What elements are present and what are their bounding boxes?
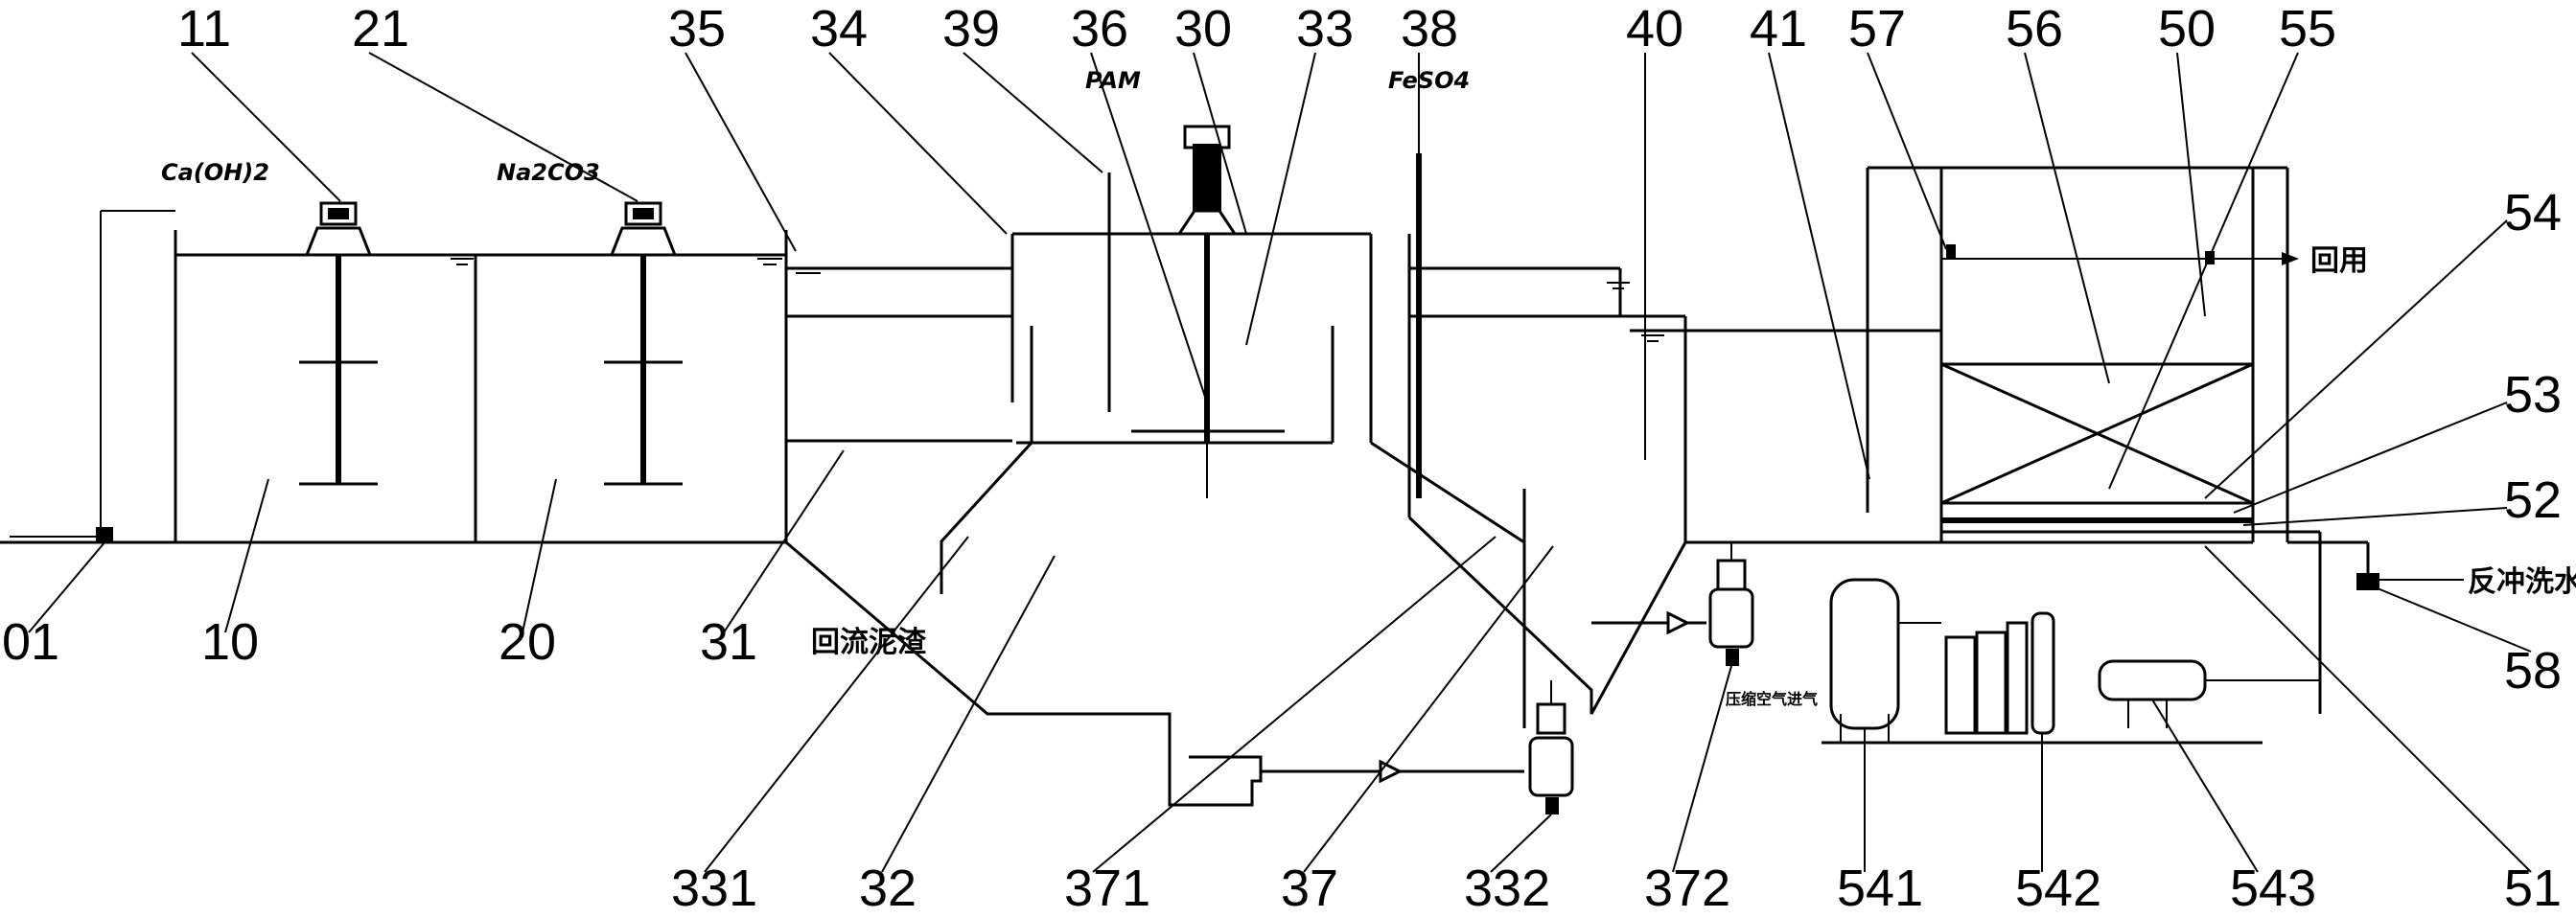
- reference-numerals-bottom: 01 10 20 31 331 32 371 37 332 372 541 54…: [2, 613, 2562, 917]
- numeral-57: 57: [1848, 0, 1906, 57]
- numeral-31: 31: [700, 613, 757, 671]
- compressed-air-label: 压缩空气进气: [1726, 690, 1818, 708]
- numeral-55: 55: [2279, 0, 2336, 57]
- numeral-21: 21: [352, 0, 409, 57]
- numeral-37: 37: [1281, 860, 1338, 917]
- numeral-58: 58: [2504, 642, 2562, 700]
- tank-20-soda-reaction: [474, 253, 786, 542]
- numeral-10: 10: [201, 613, 259, 671]
- numeral-331: 331: [671, 860, 757, 917]
- sludge-pump-332: [1261, 680, 1574, 815]
- filter-50: [1866, 166, 2322, 714]
- mixer-21: [604, 201, 683, 486]
- reference-numerals-top: 11 21 35 34 39 36 30 33 38 40 41 57 56 5…: [177, 0, 2336, 57]
- sludge-return-label: 回流泥渣: [811, 626, 927, 659]
- numeral-11: 11: [177, 0, 231, 57]
- reuse-outlet-57: [1941, 244, 2299, 265]
- draft-tube-331: [940, 326, 1334, 594]
- numeral-39: 39: [942, 0, 1000, 57]
- sludge-pump-372: [1591, 542, 1754, 666]
- numeral-53: 53: [2504, 366, 2562, 424]
- clarifier-30: [785, 232, 1526, 807]
- reference-numerals-right: 54 53 52: [2504, 184, 2562, 529]
- inlet-pipe-01: [10, 210, 175, 542]
- numeral-41: 41: [1750, 0, 1807, 57]
- numeral-332: 332: [1464, 860, 1550, 917]
- mixer-11: [299, 201, 378, 486]
- numeral-30: 30: [1174, 0, 1232, 57]
- ferrous-label: FeSO4: [1388, 67, 1470, 94]
- numeral-51: 51: [2504, 860, 2562, 917]
- backwash-label: 反冲洗水: [2468, 565, 2576, 599]
- numeral-371: 371: [1064, 860, 1150, 917]
- numeral-542: 542: [2015, 860, 2101, 917]
- numeral-541: 541: [1837, 860, 1923, 917]
- numeral-40: 40: [1626, 0, 1683, 57]
- leader-lines: [28, 52, 2532, 873]
- numeral-32: 32: [859, 860, 917, 917]
- numeral-20: 20: [499, 613, 556, 671]
- numeral-01: 01: [2, 613, 59, 671]
- backwash-pipe-58: [2287, 540, 2464, 590]
- numeral-36: 36: [1071, 0, 1128, 57]
- settling-section-37: [1407, 234, 1687, 715]
- numeral-50: 50: [2158, 0, 2216, 57]
- numeral-34: 34: [810, 0, 868, 57]
- tank-10-lime-reaction: [174, 230, 476, 542]
- numeral-52: 52: [2504, 471, 2562, 529]
- soda-label: Na2CO3: [497, 159, 600, 186]
- reuse-label: 回用: [2310, 244, 2368, 278]
- lime-label: Ca(OH)2: [161, 159, 269, 186]
- numeral-543: 543: [2230, 860, 2316, 917]
- blower-543: [2098, 659, 2320, 728]
- numeral-33: 33: [1296, 0, 1354, 57]
- air-dryer-542: [1944, 611, 2055, 735]
- numeral-54: 54: [2504, 184, 2562, 241]
- water-level-markers: [451, 258, 1664, 342]
- numeral-372: 372: [1644, 860, 1730, 917]
- numeral-56: 56: [2006, 0, 2063, 57]
- tank-40-clear-water: [1630, 316, 1941, 544]
- numeral-38: 38: [1401, 0, 1458, 57]
- pam-label: PAM: [1085, 67, 1141, 94]
- agitator-36: [1131, 125, 1285, 498]
- overflow-channel-35: [786, 266, 1012, 443]
- numeral-35: 35: [668, 0, 726, 57]
